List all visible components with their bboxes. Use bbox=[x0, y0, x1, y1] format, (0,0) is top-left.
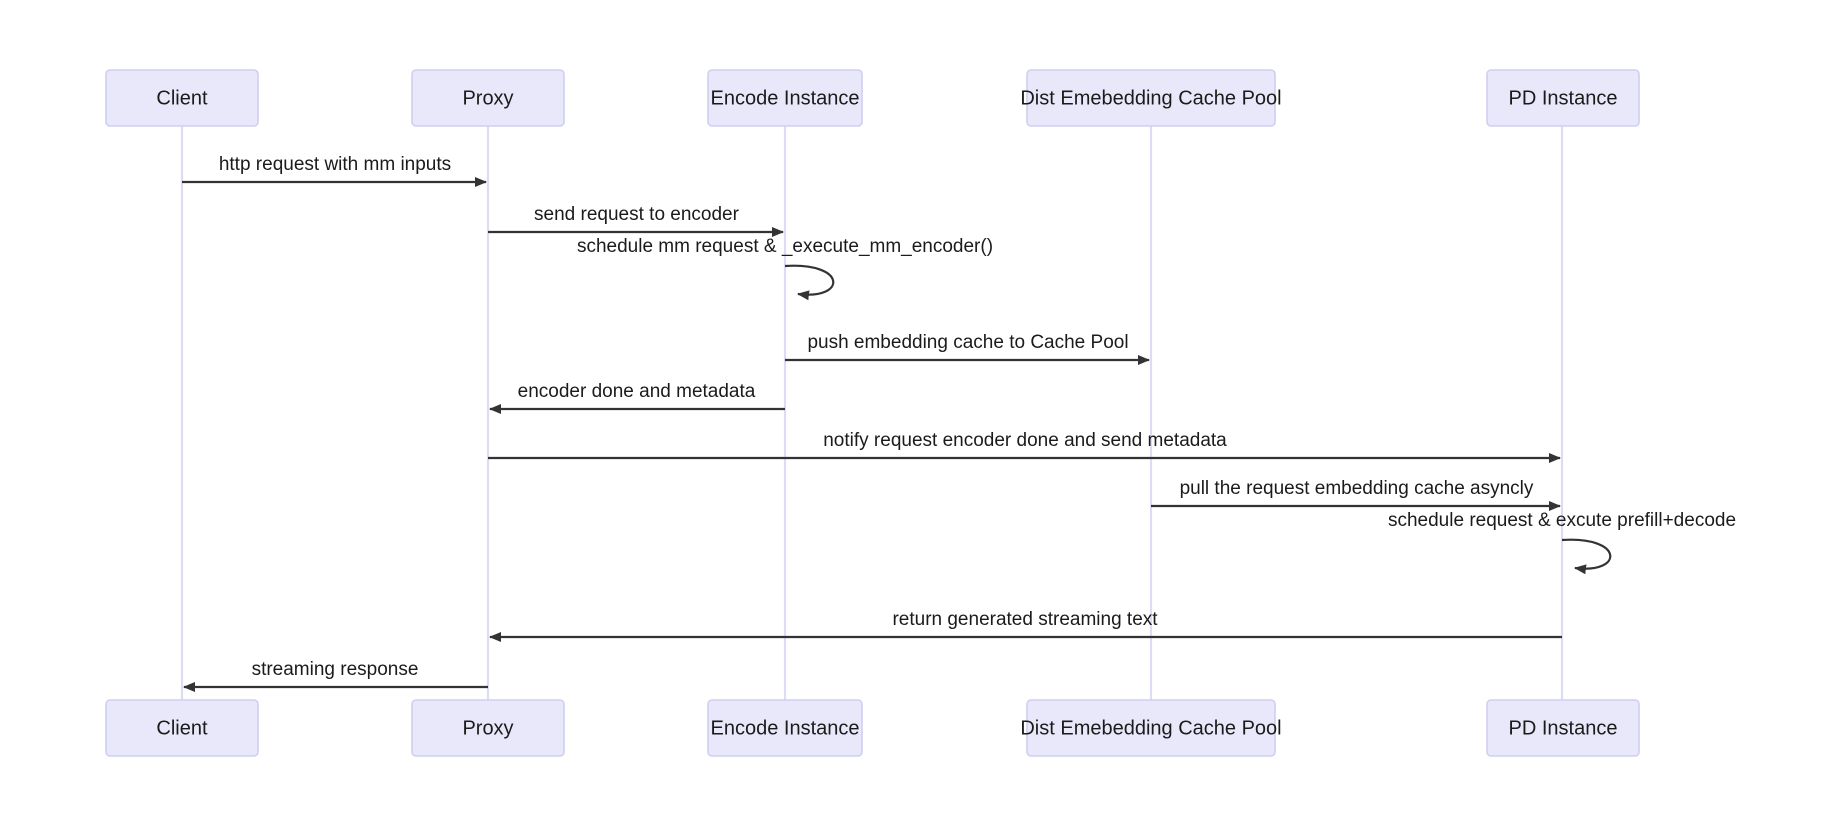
message-label-9: return generated streaming text bbox=[892, 609, 1158, 630]
actors-bottom-layer: Client Proxy Encode Instance Dist Emebeddin… bbox=[105, 699, 1640, 757]
actor-label-encode-bottom: Encode Instance bbox=[711, 717, 860, 739]
actors-top-layer: Client Proxy Encode Instance Dist Emebeddin… bbox=[105, 69, 1640, 127]
message-label-3: schedule mm request & _execute_mm_encode… bbox=[577, 236, 993, 257]
message-label-10: streaming response bbox=[252, 659, 419, 680]
actor-label-cachepool-bottom: Dist Emebedding Cache Pool bbox=[1020, 717, 1281, 739]
actor-box-proxy-bottom bbox=[411, 699, 565, 757]
message-label-5: encoder done and metadata bbox=[518, 381, 756, 402]
message-loop-path-8 bbox=[1561, 538, 1612, 575]
message-2[interactable]: send request to encoder bbox=[488, 204, 784, 237]
message-label-6: notify request encoder done and send met… bbox=[823, 430, 1227, 451]
actor-label-client-bottom: Client bbox=[156, 717, 208, 739]
messages-layer: http request with mm inputs send request … bbox=[182, 154, 1736, 692]
actor-box-pd-top bbox=[1486, 69, 1640, 127]
actor-pd-bottom[interactable]: PD Instance bbox=[1486, 699, 1640, 757]
actor-box-cachepool-top bbox=[1026, 69, 1276, 127]
actor-label-pd-top: PD Instance bbox=[1509, 87, 1618, 109]
actor-proxy-bottom[interactable]: Proxy bbox=[411, 699, 565, 757]
actor-label-proxy-top: Proxy bbox=[462, 87, 513, 109]
actor-label-pd-bottom: PD Instance bbox=[1509, 717, 1618, 739]
message-4[interactable]: push embedding cache to Cache Pool bbox=[785, 332, 1150, 365]
message-label-8: schedule request & excute prefill+decode bbox=[1388, 510, 1736, 531]
actor-box-pd-bottom bbox=[1486, 699, 1640, 757]
message-label-1: http request with mm inputs bbox=[219, 154, 451, 175]
message-7[interactable]: pull the request embedding cache asyncly bbox=[1151, 478, 1561, 511]
actor-label-proxy-bottom: Proxy bbox=[462, 717, 513, 739]
actor-client-bottom[interactable]: Client bbox=[105, 699, 259, 757]
message-8[interactable]: schedule request & excute prefill+decode bbox=[1388, 510, 1736, 575]
actor-label-encode-top: Encode Instance bbox=[711, 87, 860, 109]
actor-box-encode-bottom bbox=[707, 699, 863, 757]
message-9[interactable]: return generated streaming text bbox=[489, 609, 1562, 642]
message-label-7: pull the request embedding cache asyncly bbox=[1180, 478, 1534, 499]
message-1[interactable]: http request with mm inputs bbox=[182, 154, 487, 187]
actor-box-encode-top bbox=[707, 69, 863, 127]
actor-box-client-top bbox=[105, 69, 259, 127]
actor-label-cachepool-top: Dist Emebedding Cache Pool bbox=[1020, 87, 1281, 109]
actor-pd-top[interactable]: PD Instance bbox=[1486, 69, 1640, 127]
message-3[interactable]: schedule mm request & _execute_mm_encode… bbox=[577, 236, 993, 301]
actor-encode-bottom[interactable]: Encode Instance bbox=[707, 699, 863, 757]
actor-proxy-top[interactable]: Proxy bbox=[411, 69, 565, 127]
message-label-2: send request to encoder bbox=[534, 204, 740, 225]
message-5[interactable]: encoder done and metadata bbox=[489, 381, 785, 414]
message-10[interactable]: streaming response bbox=[183, 659, 488, 692]
actor-cachepool-bottom[interactable]: Dist Emebedding Cache Pool bbox=[1020, 699, 1282, 757]
actor-label-client-top: Client bbox=[156, 87, 208, 109]
message-label-4: push embedding cache to Cache Pool bbox=[807, 332, 1128, 353]
actor-encode-top[interactable]: Encode Instance bbox=[707, 69, 863, 127]
actor-cachepool-top[interactable]: Dist Emebedding Cache Pool bbox=[1020, 69, 1282, 127]
lifelines-layer bbox=[180, 126, 1564, 700]
actor-client-top[interactable]: Client bbox=[105, 69, 259, 127]
actor-box-client-bottom bbox=[105, 699, 259, 757]
actor-box-proxy-top bbox=[411, 69, 565, 127]
message-loop-path-3 bbox=[784, 264, 835, 301]
message-6[interactable]: notify request encoder done and send met… bbox=[488, 430, 1561, 463]
actor-box-cachepool-bottom bbox=[1026, 699, 1276, 757]
